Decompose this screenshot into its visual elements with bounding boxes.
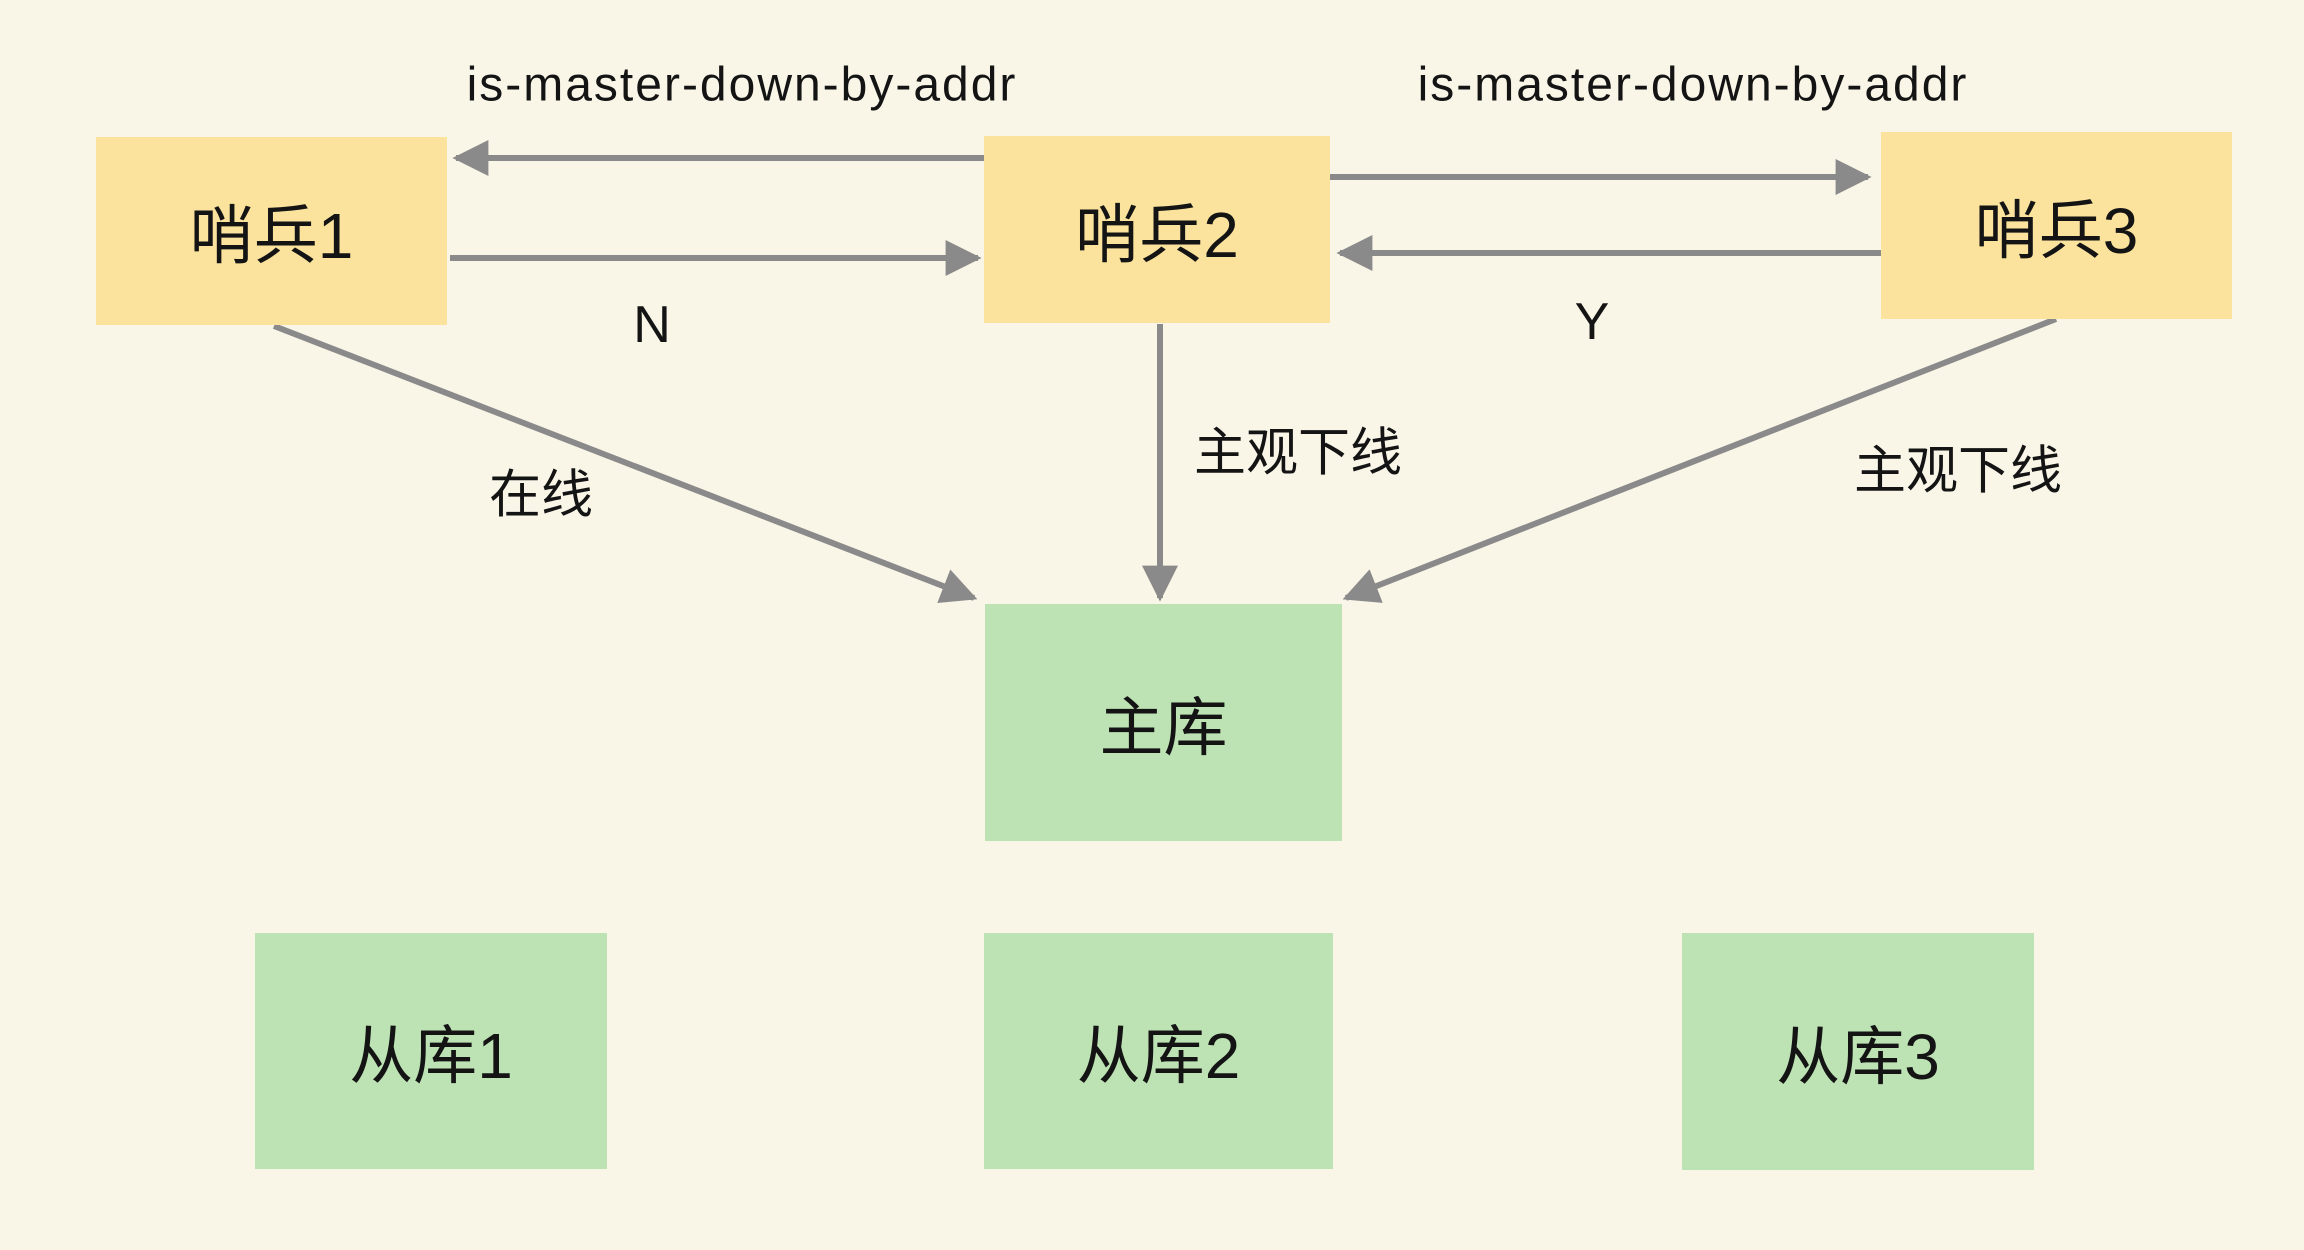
edge-label-reply-n: N [633,296,671,354]
node-slave-db-1: 从库1 [255,933,607,1169]
arrow-sentinel1-to-master [272,323,978,604]
edge-label-subjective-down-sentinel3: 主观下线 [1853,442,2063,501]
node-slave-db-2-label: 从库2 [1076,1020,1241,1092]
node-slave-db-2: 从库2 [984,933,1333,1169]
node-sentinel-3-label: 哨兵3 [1974,194,2139,267]
edge-label-reply-y: Y [1574,293,1610,351]
edge-label-is-master-down-by-addr-left: is-master-down-by-addr [466,58,1018,112]
node-slave-db-1-label: 从库1 [349,1020,513,1092]
edge-label-online: 在线 [488,466,594,525]
node-slave-db-3: 从库3 [1682,933,2034,1170]
node-master-db: 主库 [985,604,1342,841]
node-sentinel-2: 哨兵2 [984,136,1330,323]
edge-label-is-master-down-by-addr-right: is-master-down-by-addr [1417,58,1969,112]
node-sentinel-1: 哨兵1 [96,137,447,325]
node-sentinel-2-label: 哨兵2 [1075,198,1239,271]
arrow-sentinel3-to-master [1342,316,2058,603]
node-slave-db-3-label: 从库3 [1776,1020,1940,1093]
node-sentinel-1-label: 哨兵1 [189,200,354,272]
edge-label-subjective-down-sentinel2: 主观下线 [1193,424,1403,483]
node-master-db-label: 主库 [1099,691,1228,764]
node-sentinel-3: 哨兵3 [1881,132,2232,319]
